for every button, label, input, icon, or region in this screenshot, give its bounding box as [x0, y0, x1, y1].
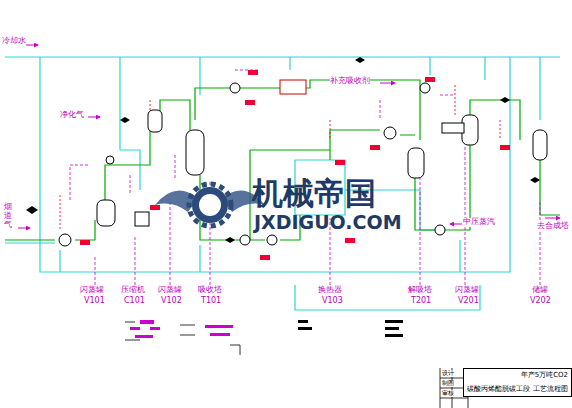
equipment-tag: V101	[84, 297, 105, 306]
equipment-name: 闪蒸罐	[455, 286, 479, 295]
signal-lines	[70, 70, 540, 285]
symbol-table	[125, 320, 403, 355]
equipment	[59, 80, 547, 246]
stream-label: 中压蒸汽	[463, 218, 495, 227]
equipment-tag: V202	[530, 297, 551, 306]
equipment-tag: V102	[161, 297, 182, 306]
watermark-text: 机械帝国	[252, 176, 376, 210]
title-cell: 审核	[442, 390, 454, 397]
equipment-name: 解吸塔	[408, 286, 432, 295]
stream-label: 冷却水	[2, 37, 26, 46]
equipment-name: 换热器	[318, 286, 342, 295]
drawing-title: 碳酸丙烯酯脱碳工段 工艺流程图	[467, 385, 568, 393]
title-cell: 设计	[442, 370, 454, 377]
watermark-logo	[155, 184, 265, 226]
equipment-name: 储罐	[532, 286, 548, 295]
control-lines	[60, 85, 500, 230]
title-cell: 制图	[442, 380, 454, 387]
watermark-url: JXDIGUO.COM	[254, 212, 402, 233]
equipment-name: 闪蒸罐	[80, 286, 104, 295]
equipment-tag: V201	[458, 297, 479, 306]
equipment-tag: C101	[124, 297, 145, 306]
equipment-name: 压缩机	[121, 286, 145, 295]
equipment-tag: T101	[201, 297, 221, 306]
process-pipes	[5, 80, 560, 240]
equipment-tag: T201	[411, 297, 431, 306]
stream-label: 净化气	[60, 111, 84, 120]
instrument-tags	[80, 70, 510, 260]
stream-arrows	[18, 45, 560, 228]
stream-label: 补充吸收剂	[330, 77, 370, 86]
stream-label: 去合成塔	[537, 222, 569, 231]
equipment-name: 闪蒸罐	[158, 286, 182, 295]
equipment-name: 吸收塔	[198, 286, 222, 295]
title-block: 年产5万吨CO2 碳酸丙烯酯脱碳工段 工艺流程图	[463, 368, 572, 397]
water-pipes	[5, 57, 560, 310]
equipment-tag: V103	[322, 297, 343, 306]
project-name: 年产5万吨CO2	[467, 371, 568, 379]
valves	[26, 57, 540, 243]
stream-label: 烟道气	[4, 203, 12, 229]
